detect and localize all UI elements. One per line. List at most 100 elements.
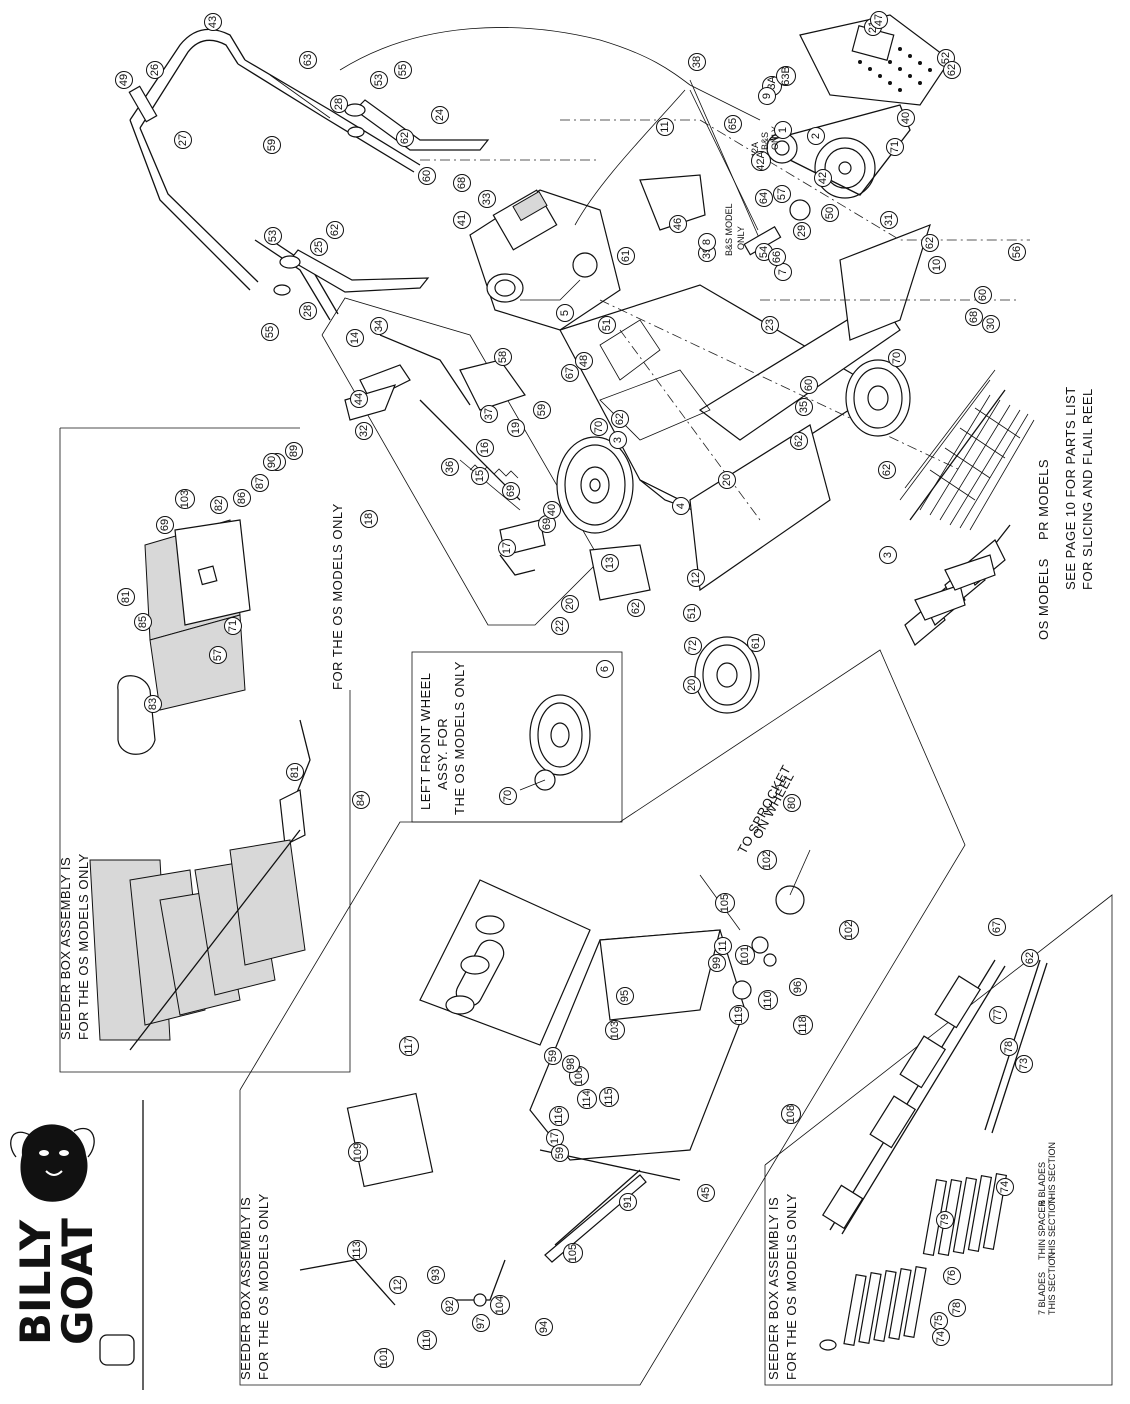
callout-circle xyxy=(943,61,961,79)
callout-34: 34 xyxy=(370,317,388,335)
callout-circle xyxy=(394,61,412,79)
callout-109: 109 xyxy=(348,1142,368,1162)
callout-40: 40 xyxy=(543,501,561,519)
callout-label: 78 xyxy=(951,1302,963,1314)
callout-circle xyxy=(601,554,619,572)
callout-label: 116 xyxy=(553,1107,565,1125)
callout-81: 81 xyxy=(117,588,135,606)
callout-label: 69 xyxy=(159,519,171,531)
callout-circle xyxy=(757,850,777,870)
callout-circle xyxy=(688,53,706,71)
callout-41: 41 xyxy=(453,211,471,229)
callout-circle xyxy=(346,329,364,347)
callout-91: 91 xyxy=(619,1193,637,1211)
callout-label: 73 xyxy=(1018,1058,1030,1070)
callout-12: 12 xyxy=(687,569,705,587)
callout-label: 28 xyxy=(333,98,345,110)
callout-label: 94 xyxy=(538,1321,550,1333)
callout-label: 108 xyxy=(785,1105,797,1123)
callout-62: 62 xyxy=(790,432,808,450)
callout-label: 31 xyxy=(883,214,895,226)
callout-circle xyxy=(697,1184,715,1202)
callout-circle xyxy=(533,401,551,419)
callout-label: 55 xyxy=(397,64,409,76)
caption-6-blades-2: THIS SECTION xyxy=(1047,1142,1057,1205)
frame-deck xyxy=(420,119,1030,601)
callout-label: 22 xyxy=(554,620,566,632)
callout-circle xyxy=(556,304,574,322)
callout-label: 69 xyxy=(505,485,517,497)
callout-104: 104 xyxy=(490,1295,510,1315)
callout-74: 74 xyxy=(996,1178,1014,1196)
callout-circle xyxy=(233,489,251,507)
caption-seeder-top-2: FOR THE OS MODELS ONLY xyxy=(76,853,91,1040)
callout-102: 102 xyxy=(757,850,777,870)
callout-103: 103 xyxy=(605,1020,625,1040)
callout-77: 77 xyxy=(989,1006,1007,1024)
callout-circle xyxy=(355,422,373,440)
flail-reel xyxy=(819,959,1048,1351)
callout-label: 57 xyxy=(776,188,788,200)
callout-label: 63 xyxy=(302,54,314,66)
callout-circle xyxy=(453,174,471,192)
callout-circle xyxy=(204,13,222,31)
callout-62: 62 xyxy=(878,461,896,479)
callout-circle xyxy=(724,115,742,133)
callout-1: 1 xyxy=(774,121,792,139)
callout-15: 15 xyxy=(471,467,489,485)
callout-circle xyxy=(535,1318,553,1336)
callout-circle xyxy=(683,676,701,694)
callout-label: 2 xyxy=(810,133,822,139)
callout-label: 70 xyxy=(502,790,514,802)
callout-label: 37 xyxy=(483,408,495,420)
callout-label: 20 xyxy=(564,598,576,610)
callout-label: 20 xyxy=(721,474,733,486)
callout-72: 72 xyxy=(684,637,702,655)
engine xyxy=(469,189,621,331)
callout-circle xyxy=(563,1243,583,1263)
caption-seeder-top-1: SEEDER BOX ASSEMBLY IS xyxy=(58,857,73,1040)
callout-circle xyxy=(396,129,414,147)
callout-42A: 42A xyxy=(751,151,771,171)
callout-circle xyxy=(793,222,811,240)
callout-circle xyxy=(1008,243,1026,261)
callout-78: 78 xyxy=(948,1299,966,1317)
callout-99: 99 xyxy=(708,954,726,972)
callout-89: 89 xyxy=(285,442,303,460)
callout-38: 38 xyxy=(688,53,706,71)
depth-lever-assembly xyxy=(344,334,546,576)
callout-circle xyxy=(347,1240,367,1260)
callout-label: 105 xyxy=(719,894,731,912)
callout-53: 53 xyxy=(370,71,388,89)
callout-circle xyxy=(507,419,525,437)
callout-circle xyxy=(224,617,242,635)
callout-label: 62 xyxy=(924,237,936,249)
callout-circle xyxy=(352,791,370,809)
callout-59: 59 xyxy=(551,1144,569,1162)
callout-label: 79 xyxy=(939,1214,951,1226)
callout-label: 102 xyxy=(761,851,773,869)
callout-70: 70 xyxy=(499,787,517,805)
callout-47: 47 xyxy=(870,11,888,29)
callout-circle xyxy=(611,410,629,428)
callout-circle xyxy=(619,1193,637,1211)
callout-circle xyxy=(1000,1038,1018,1056)
callout-circle xyxy=(263,453,281,471)
callout-label: 93 xyxy=(430,1269,442,1281)
callout-circle xyxy=(751,151,771,171)
callout-circle xyxy=(251,474,269,492)
callout-58: 58 xyxy=(494,348,512,366)
callout-circle xyxy=(156,516,174,534)
drive-cable xyxy=(689,89,759,231)
callout-60: 60 xyxy=(418,167,436,185)
callout-28: 28 xyxy=(330,95,348,113)
callout-71: 71 xyxy=(224,617,242,635)
callout-59: 59 xyxy=(544,1047,562,1065)
callout-circle xyxy=(431,106,449,124)
callout-circle xyxy=(551,1144,569,1162)
callout-circle xyxy=(761,316,779,334)
callout-circle xyxy=(285,442,303,460)
callout-label: 84 xyxy=(355,794,367,806)
callout-74: 74 xyxy=(932,1328,950,1346)
callout-label: 69 xyxy=(541,518,553,530)
